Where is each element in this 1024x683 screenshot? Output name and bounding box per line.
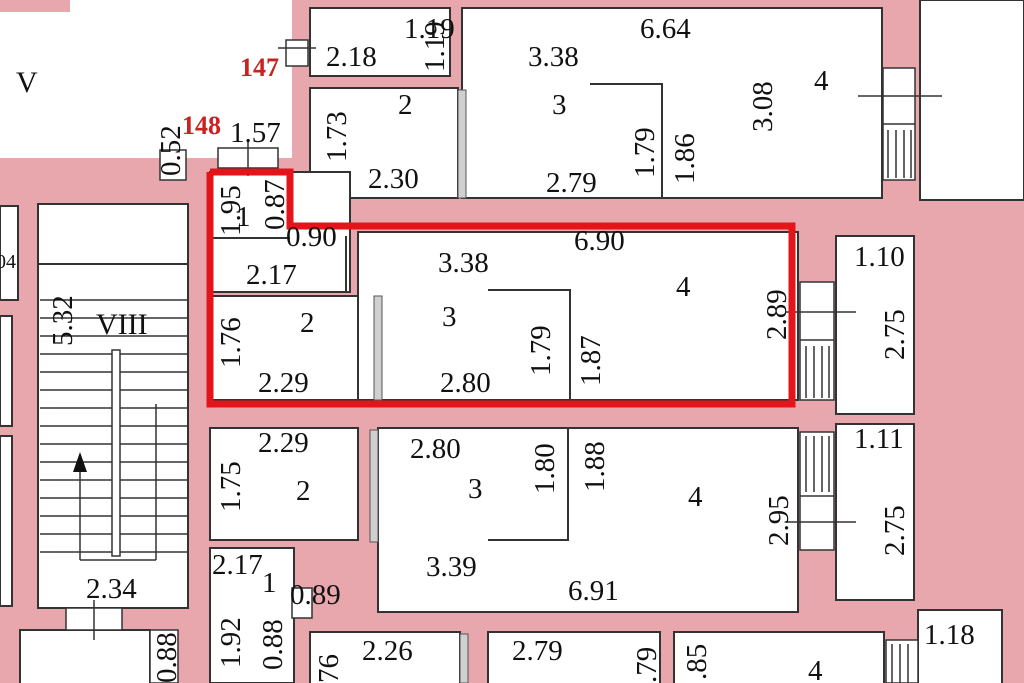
unit-number-147: 147 <box>240 53 279 82</box>
room-number-4-148: 4 <box>676 271 691 303</box>
room-left-edge-1 <box>0 205 19 301</box>
dim-0-87: 0.87 <box>259 179 291 230</box>
dim-1-86: 1.86 <box>669 133 701 184</box>
room-bottom-left <box>19 629 151 683</box>
stair-treads <box>40 299 188 561</box>
dim-1-79-top: 1.79 <box>629 127 661 178</box>
room-147-3-4 <box>461 7 883 199</box>
dim-2-17-148: 2.17 <box>246 259 297 291</box>
window-marks <box>65 39 942 683</box>
dim-2-79-bottom: 2.79 <box>512 635 563 667</box>
dim-2-30: 2.30 <box>368 163 419 195</box>
room-lower-2 <box>209 427 359 541</box>
room-number-1-148: 1 <box>236 201 251 233</box>
room-bottom-c <box>673 631 885 683</box>
labels: V VIII 147 148 6.64 1.19 1.19 2.18 3.38 … <box>0 13 975 683</box>
dim-1-57: 1.57 <box>230 117 281 149</box>
room-lower-3-4 <box>377 427 799 613</box>
dim-1-79-148: 1.79 <box>525 325 557 376</box>
stair-arrow-icon <box>73 452 87 472</box>
room-lower-1 <box>209 547 295 683</box>
room-number-4-lower: 4 <box>688 481 703 513</box>
dim-5-32: 5.32 <box>47 295 79 346</box>
section-label-v: V <box>16 66 38 99</box>
room-number-4-bottom: 4 <box>808 655 823 683</box>
dim-1-76: 1.76 <box>215 317 247 368</box>
dim-1-10: 1.10 <box>854 241 905 273</box>
dim-2-75-lower: 2.75 <box>879 505 911 556</box>
room-number-2-lower: 2 <box>296 475 311 507</box>
dim-2-95: 2.95 <box>763 495 795 546</box>
room-top-right <box>919 0 1024 201</box>
dim-2-79-top: 2.79 <box>546 167 597 199</box>
unit-number-148: 148 <box>182 111 221 140</box>
dim-1-11: 1.11 <box>854 423 904 455</box>
dim-2-80-148: 2.80 <box>440 367 491 399</box>
dim-85: .85 <box>681 644 713 680</box>
dim-1-18: 1.18 <box>924 619 975 651</box>
dim-04: 04 <box>0 251 16 273</box>
room-right-lower <box>835 423 915 601</box>
room-number-1-lower: 1 <box>262 567 277 599</box>
partition-strips <box>369 89 469 683</box>
room-number-3-top: 3 <box>552 89 567 121</box>
dim-3-38-top: 3.38 <box>528 41 579 73</box>
room-147-1 <box>309 7 451 77</box>
dim-2-29-lower: 2.29 <box>258 427 309 459</box>
dim-2-34: 2.34 <box>86 573 137 605</box>
highlighted-unit-outline <box>206 168 796 408</box>
partitions <box>38 83 663 541</box>
dim-2-29-148: 2.29 <box>258 367 309 399</box>
room-number-4-top: 4 <box>814 65 829 97</box>
dim-2-18: 2.18 <box>326 41 377 73</box>
dim-3-38-148: 3.38 <box>438 247 489 279</box>
dim-0-88-b: 0.88 <box>151 632 183 683</box>
dim-0-89: 0.89 <box>290 579 341 611</box>
dim-1-19-h: 1.19 <box>404 13 455 45</box>
room-148-3-4 <box>357 231 799 401</box>
room-number-2-148: 2 <box>300 307 315 339</box>
room-v <box>0 0 292 158</box>
dim-1-95: 1.95 <box>215 185 247 236</box>
dim-3-08: 3.08 <box>747 81 779 132</box>
dim-1-19: 1.19 <box>419 21 451 72</box>
dim-2-89: 2.89 <box>761 289 793 340</box>
room-left-edge-2 <box>0 315 13 427</box>
dim-2-26: 2.26 <box>362 635 413 667</box>
dim-1-87: 1.87 <box>575 335 607 386</box>
dim-1-73: 1.73 <box>321 111 353 162</box>
dim-6-64: 6.64 <box>640 13 691 45</box>
dim-0-52: 0.52 <box>155 125 187 176</box>
dim-1-80: 1.80 <box>529 443 561 494</box>
room-left-edge-3 <box>0 435 13 607</box>
room-148-2 <box>209 295 359 401</box>
dim-76: 76 <box>313 654 345 683</box>
dim-1-88: 1.88 <box>579 441 611 492</box>
section-label-viii: VIII <box>96 308 148 341</box>
room-number-3-148: 3 <box>442 301 457 333</box>
dim-2-80-lower: 2.80 <box>410 433 461 465</box>
dim-0-88-a: 0.88 <box>257 619 289 670</box>
dim-3-39: 3.39 <box>426 551 477 583</box>
dim-6-91: 6.91 <box>568 575 619 607</box>
dim-6-90: 6.90 <box>574 225 625 257</box>
room-right-upper <box>835 235 915 415</box>
dim-1-92: 1.92 <box>215 617 247 668</box>
room-bottom-d <box>917 609 1003 683</box>
dim-2-17-lower: 2.17 <box>212 549 263 581</box>
room-bottom-b <box>487 631 661 683</box>
dim-1-75: 1.75 <box>215 461 247 512</box>
room-number-3-lower: 3 <box>468 473 483 505</box>
dim-0-90: 0.90 <box>286 221 337 253</box>
dim-2-75-upper: 2.75 <box>879 309 911 360</box>
room-number-2-top: 2 <box>398 89 413 121</box>
dim-79: .79 <box>631 647 663 683</box>
